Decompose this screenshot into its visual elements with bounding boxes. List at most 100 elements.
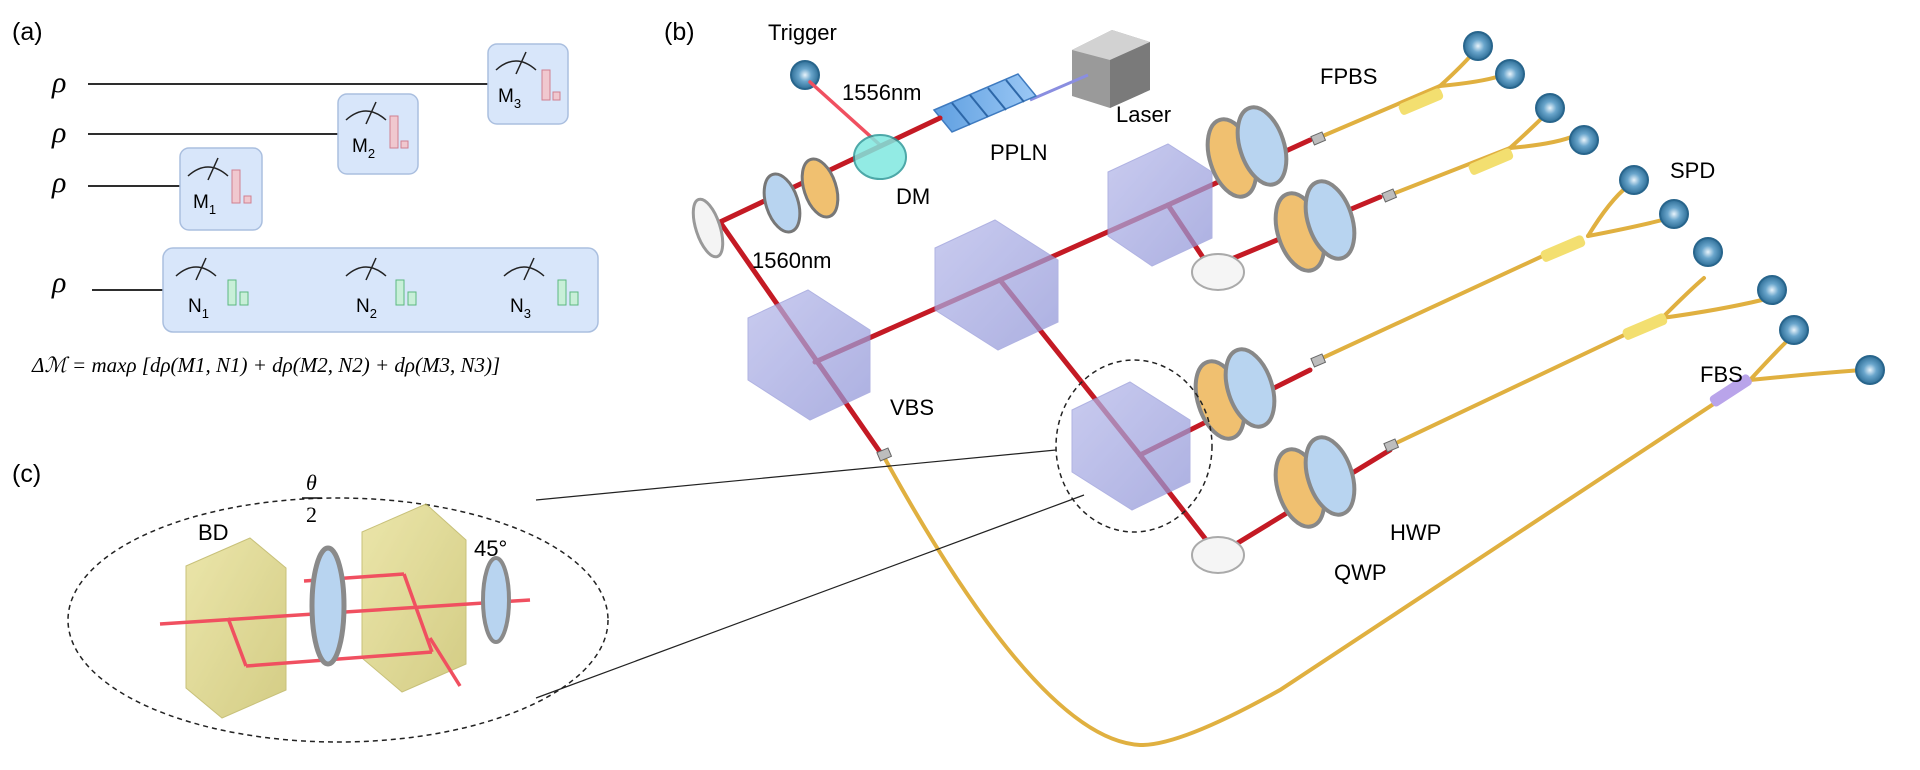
histogram-bar-tall	[227, 279, 237, 306]
n1-label: N	[188, 296, 202, 317]
measurement-box-m3: M3	[487, 43, 569, 125]
n2-sub: 2	[370, 306, 377, 321]
histogram-bar-short	[239, 291, 249, 306]
fpbs-4	[1622, 313, 1668, 340]
detector-icon	[1535, 93, 1565, 123]
svg-text:M3: M3	[498, 86, 521, 111]
deg45-label: 45°	[474, 536, 507, 561]
m3-label: M	[498, 86, 514, 107]
meter-icon	[187, 166, 229, 177]
m1-sub: 1	[209, 202, 216, 217]
vbs-cube-2	[934, 219, 1059, 351]
arm-waveplates	[1191, 105, 1357, 574]
detector-icon	[1495, 59, 1525, 89]
rho-label-1: ρ	[51, 66, 66, 99]
meter-icon	[175, 266, 217, 277]
meter-icon	[503, 266, 545, 277]
ppln-crystal	[932, 73, 1038, 133]
wavelength-1560-label: 1560nm	[752, 248, 832, 273]
delay-fiber	[882, 378, 1752, 748]
n2-label: N	[356, 296, 370, 317]
histogram-bar-short	[407, 291, 417, 306]
m2-sub: 2	[368, 146, 375, 161]
histogram-bar-tall	[395, 279, 405, 306]
detector-icon	[1659, 199, 1689, 229]
n3-sub: 3	[524, 306, 531, 321]
zoom-line-top	[535, 449, 1057, 501]
panel-b: (b)	[664, 18, 1885, 748]
dm-label: DM	[896, 184, 930, 209]
half-wave-plate	[309, 545, 347, 667]
laser-label: Laser	[1116, 102, 1171, 127]
ppln-label: PPLN	[990, 140, 1047, 165]
zoom-circle	[1055, 359, 1213, 533]
svg-text:M2: M2	[352, 136, 375, 161]
hwp-label: HWP	[1390, 520, 1441, 545]
fpbs-2	[1468, 148, 1514, 175]
detectors	[790, 31, 1885, 385]
input-waveplates	[691, 157, 840, 259]
detector-icon	[1757, 275, 1787, 305]
vbs-cube-1	[747, 289, 871, 421]
n3-label: N	[510, 296, 524, 317]
pump-beam	[1029, 73, 1089, 102]
zoom-line-bottom	[535, 494, 1085, 699]
qwp-label: QWP	[1334, 560, 1387, 585]
m1-label: M	[193, 192, 209, 213]
detector-icon	[1619, 165, 1649, 195]
laser-box	[1072, 30, 1150, 108]
histogram-bar-tall	[231, 169, 241, 204]
histogram-bar-short	[569, 291, 579, 306]
spd-label: SPD	[1670, 158, 1715, 183]
distance-formula: Δℳ = maxρ [dρ(M1, N1) + dρ(M2, N2) + dρ(…	[31, 353, 500, 377]
svg-text:N1: N1	[188, 296, 209, 321]
fbs-label: FBS	[1700, 362, 1743, 387]
trigger-label: Trigger	[768, 20, 837, 45]
histogram-bar-tall	[541, 69, 551, 101]
detector-icon	[1855, 355, 1885, 385]
vbs-label: VBS	[890, 395, 934, 420]
svg-text:N2: N2	[356, 296, 377, 321]
measurement-box-m2: M2	[337, 93, 419, 175]
panel-label-b: (b)	[664, 18, 695, 46]
histogram-bar-tall	[557, 279, 567, 306]
bd-label: BD	[198, 520, 229, 545]
dichroic-mirror	[853, 134, 907, 180]
fiber-arm-1	[1316, 84, 1442, 140]
zoom-ellipse	[67, 497, 609, 743]
beam-displacer-1	[185, 537, 287, 719]
fold-mirror	[691, 197, 725, 259]
panel-c: (c) BD θ 2 45°	[12, 449, 1085, 743]
panel-label-c: (c)	[12, 460, 41, 488]
plate-45	[481, 556, 511, 644]
fpbs-3	[1540, 235, 1586, 262]
rho-label-3: ρ	[51, 166, 66, 199]
trigger-beam	[808, 80, 882, 147]
meter-icon	[345, 110, 387, 121]
fiber-arm-3	[1316, 246, 1562, 362]
vbs-cube-3	[1107, 143, 1213, 267]
fiber-arm-4	[1390, 316, 1662, 447]
meter-icon	[495, 60, 537, 71]
theta-label: θ	[306, 470, 317, 495]
histogram-bar-tall	[389, 115, 399, 149]
rho-label-4: ρ	[51, 266, 66, 299]
detector-icon	[1693, 237, 1723, 267]
svg-text:N3: N3	[510, 296, 531, 321]
svg-text:M1: M1	[193, 192, 216, 217]
fiber-couplers	[876, 131, 1400, 462]
panel-a: (a) ρ ρ ρ ρ M3 M2	[12, 18, 599, 377]
detector-icon	[1779, 315, 1809, 345]
m2-label: M	[352, 136, 368, 157]
mirror-upper	[1191, 253, 1245, 291]
rho-label-2: ρ	[51, 116, 66, 149]
wavelength-1556-label: 1556nm	[842, 80, 922, 105]
measurement-box-m1: M1	[179, 147, 263, 231]
n1-sub: 1	[202, 306, 209, 321]
m3-sub: 3	[514, 96, 521, 111]
detector-icon	[1463, 31, 1493, 61]
vbs-cube-4	[1071, 381, 1191, 511]
two-label: 2	[306, 502, 317, 527]
fbs-body	[1709, 374, 1752, 407]
